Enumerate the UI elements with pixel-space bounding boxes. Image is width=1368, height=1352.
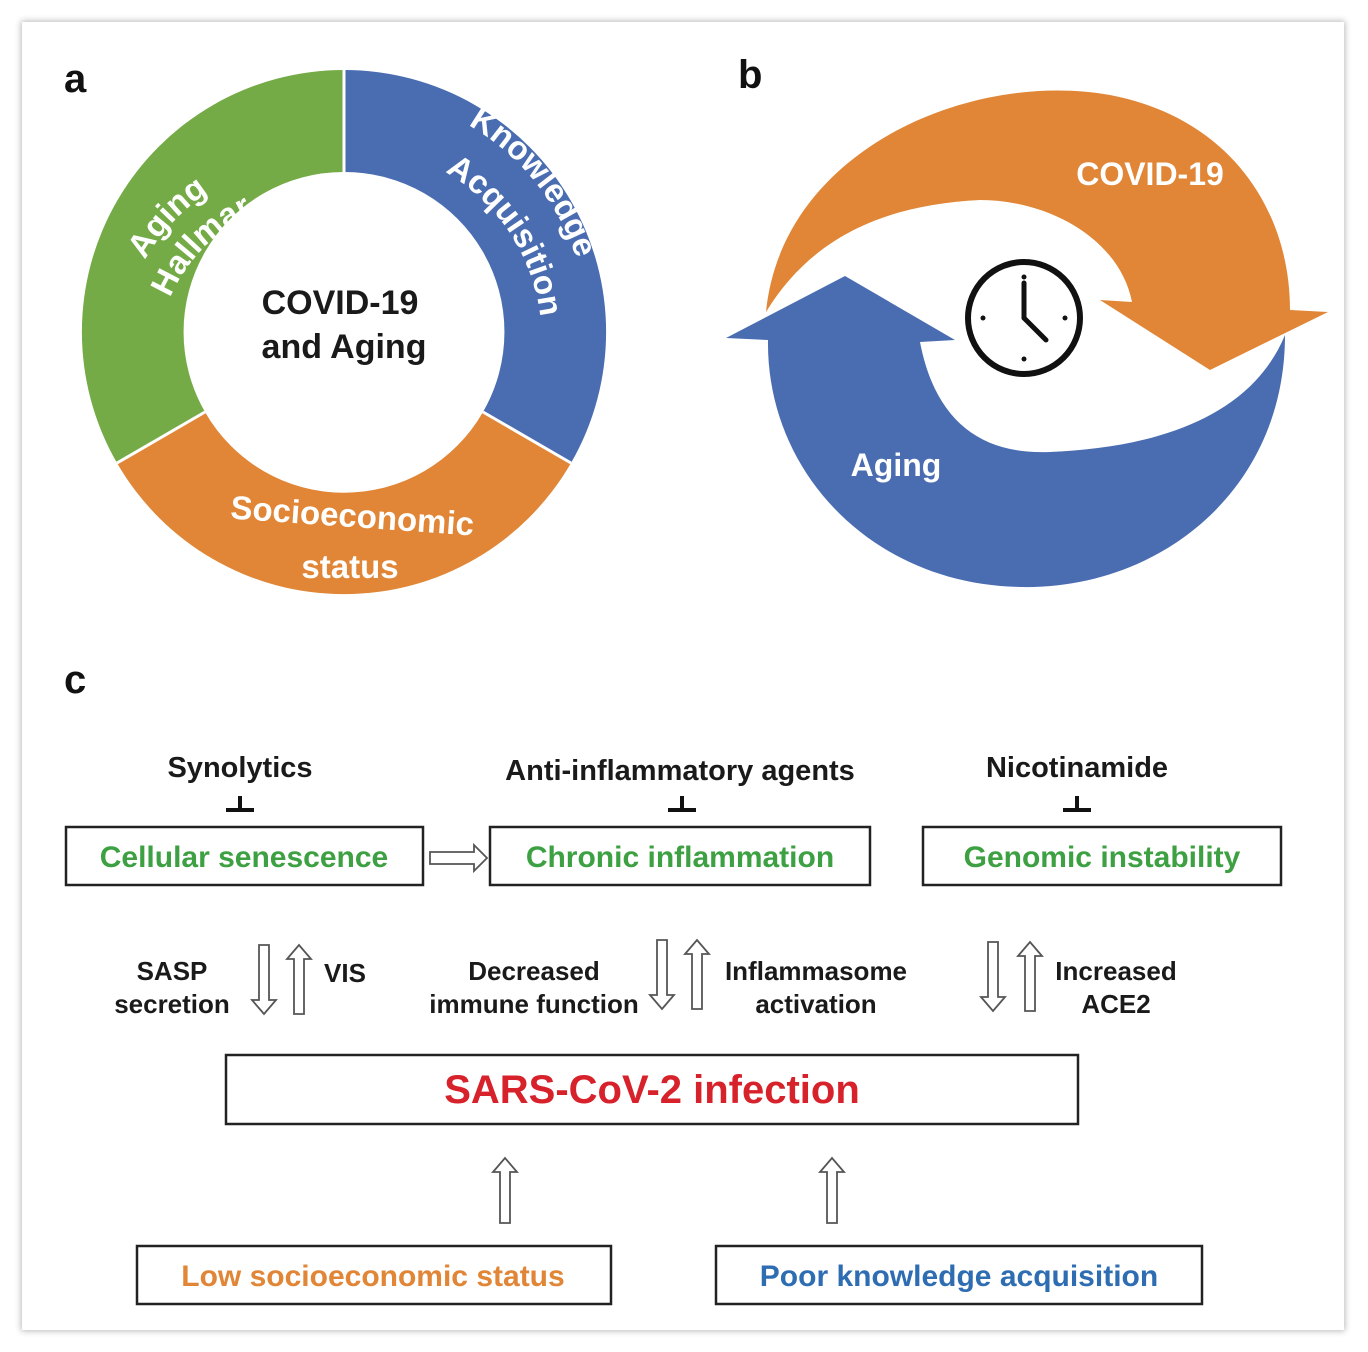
clock-icon [965, 259, 1083, 377]
activation-label: activation [755, 989, 876, 1019]
segment-aging-hallmarks [81, 69, 344, 463]
chronic-inflammation-box [488, 825, 872, 887]
segment-divider [482, 410, 572, 465]
cellular-senescence-box [64, 825, 425, 887]
vis-label: VIS [324, 958, 366, 988]
ace2-label: ACE2 [1081, 989, 1150, 1019]
sasp-label: SASP [137, 956, 208, 986]
hollow-right-arrow [429, 842, 489, 874]
donut-chart [81, 69, 607, 595]
covid-arrow-label: COVID-19 [1076, 156, 1224, 192]
sars-cov2-label: SARS-CoV-2 infection [444, 1068, 860, 1112]
inhibit-symbol [226, 796, 254, 812]
status-label: status [301, 548, 398, 585]
genomic-instability-label: Genomic instability [964, 841, 1241, 874]
low-ses-box [135, 1244, 613, 1306]
secretion-label: secretion [114, 989, 230, 1019]
poor-knowledge-label: Poor knowledge acquisition [760, 1260, 1158, 1293]
panel-c-label: c [64, 658, 86, 702]
panel-b-label: b [738, 53, 762, 97]
genomic-instability-box [921, 825, 1283, 887]
decreased-label: Decreased [468, 956, 600, 986]
cellular-senescence-label: Cellular senescence [100, 841, 389, 874]
hollow-up-arrow [285, 943, 313, 1015]
inflammasome-label: Inflammasome [725, 956, 907, 986]
anti-inflammatory-label: Anti-inflammatory agents [505, 755, 855, 787]
inhibit-symbol [1063, 796, 1091, 812]
covid-arrow [766, 90, 1328, 370]
chronic-inflammation-label: Chronic inflammation [526, 841, 834, 874]
segment-knowledge-acquisition [344, 69, 607, 464]
low-ses-label: Low socioeconomic status [181, 1260, 564, 1293]
hollow-down-arrow [648, 939, 676, 1011]
hollow-down-arrow [979, 941, 1007, 1013]
hollow-up-arrow [818, 1156, 846, 1224]
synolytics-label: Synolytics [167, 752, 312, 784]
poor-knowledge-box [714, 1244, 1204, 1306]
center-title-line1: COVID-19 [262, 284, 419, 322]
segment-socioeconomic-status [117, 412, 571, 595]
inhibit-symbol [668, 796, 696, 812]
increased-label: Increased [1055, 956, 1176, 986]
center-title-line2: and Aging [262, 328, 427, 366]
segment-divider [116, 410, 206, 465]
immune-function-label: immune function [429, 989, 638, 1019]
hollow-up-arrow [491, 1156, 519, 1224]
hollow-up-arrow [1016, 940, 1044, 1012]
sars-cov2-box [224, 1053, 1080, 1126]
nicotinamide-label: Nicotinamide [986, 752, 1168, 784]
aging-arrow-label: Aging [851, 447, 942, 483]
hollow-down-arrow [250, 944, 278, 1016]
aging-arrow [726, 276, 1285, 588]
panel-a-label: a [64, 57, 87, 101]
hollow-up-arrow [683, 938, 711, 1010]
